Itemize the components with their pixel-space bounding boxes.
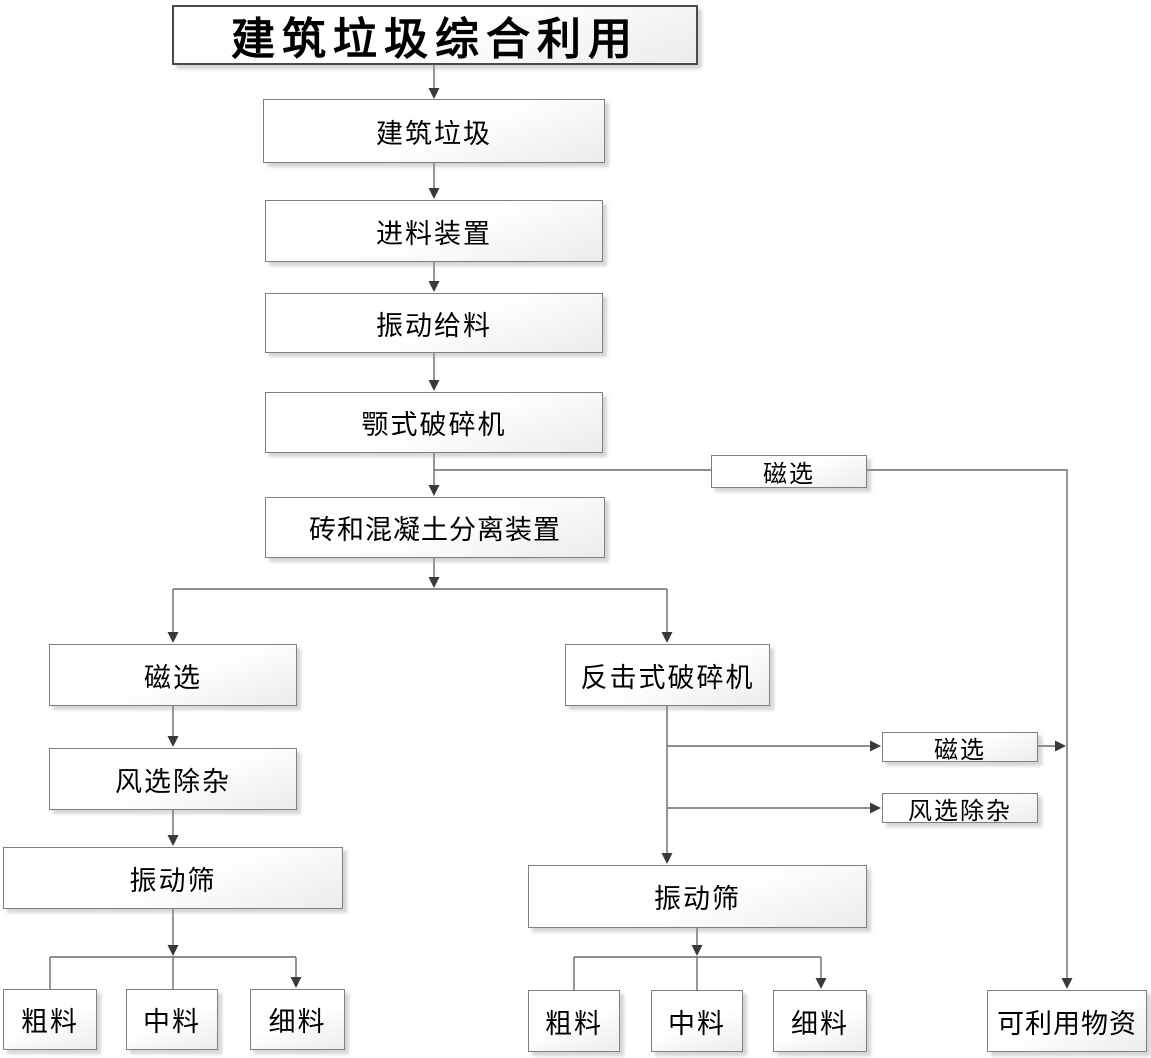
node-feeding-device: 进料装置 — [265, 200, 603, 262]
node-jaw-crusher: 颚式破碎机 — [265, 392, 603, 453]
edge-feeding-device-to-vibrating-feeder — [428, 262, 440, 292]
edge-magnetic-left-to-air-left — [167, 706, 179, 747]
edge-brick-concrete-separation-split — [167, 558, 673, 643]
node-air-classification-right: 风选除杂 — [882, 793, 1038, 825]
node-construction-waste: 建筑垃圾 — [263, 99, 605, 163]
edge-vibrating-feeder-to-jaw-crusher — [428, 353, 440, 391]
edge-construction-waste-to-feeding-device — [428, 163, 440, 199]
edge-screen-left-outputs — [49, 909, 302, 989]
node-magnetic-separation-left: 磁选 — [49, 644, 297, 706]
edge-impact-crusher-to-screen-right — [661, 706, 673, 864]
node-coarse-right: 粗料 — [528, 990, 620, 1052]
node-fine-left: 细料 — [250, 989, 345, 1050]
edge-magnetic-right-to-trunk — [1038, 740, 1066, 752]
edge-screen-right-outputs — [573, 928, 827, 990]
node-medium-left: 中料 — [126, 989, 218, 1050]
node-vibrating-screen-left: 振动筛 — [3, 847, 343, 909]
node-vibrating-screen-right: 振动筛 — [528, 865, 867, 928]
edge-title-to-construction-waste — [428, 65, 440, 99]
edge-impact-crusher-to-air-right — [667, 802, 881, 814]
edge-magnetic-bypass-to-usable-materials — [434, 469, 1073, 989]
node-title: 建筑垃圾综合利用 — [172, 5, 698, 65]
edge-jaw-crusher-to-brick-concrete-separation — [428, 453, 440, 496]
edge-impact-crusher-to-magnetic-right — [667, 740, 881, 752]
node-air-classification-left: 风选除杂 — [49, 748, 297, 810]
node-fine-right: 细料 — [773, 990, 867, 1052]
node-magnetic-separation-right: 磁选 — [882, 732, 1038, 764]
node-magnetic-separation-top: 磁选 — [711, 455, 867, 488]
edge-air-left-to-screen-left — [167, 810, 179, 846]
node-medium-right: 中料 — [651, 990, 743, 1052]
node-brick-concrete-separation: 砖和混凝土分离装置 — [265, 497, 605, 558]
node-vibrating-feeder: 振动给料 — [265, 293, 603, 353]
node-impact-crusher: 反击式破碎机 — [565, 644, 770, 706]
node-coarse-left: 粗料 — [3, 989, 97, 1050]
node-usable-materials: 可利用物资 — [987, 990, 1147, 1052]
